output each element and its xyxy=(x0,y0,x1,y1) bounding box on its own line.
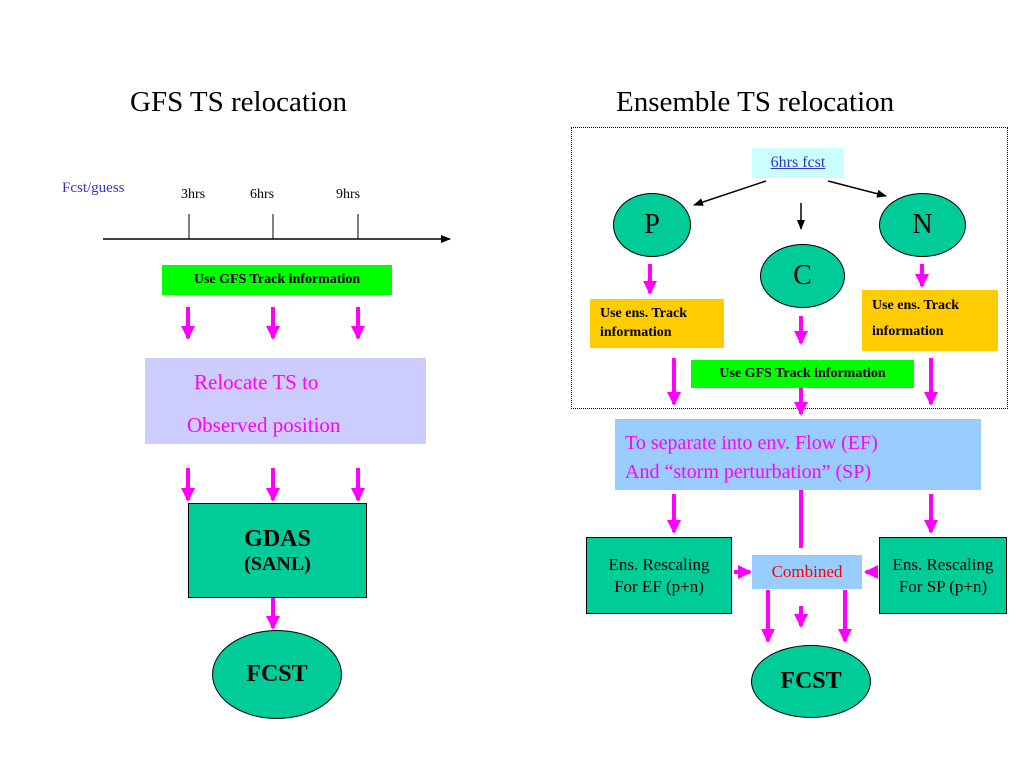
gdas-box: GDAS (SANL) xyxy=(188,503,367,598)
right-fcst-node: FCST xyxy=(751,645,871,718)
rescale-ef-line2: For EF (p+n) xyxy=(614,576,704,596)
relocate-line2: Observed position xyxy=(187,413,341,437)
gdas-line2: (SANL) xyxy=(244,552,311,575)
node-p: P xyxy=(613,193,691,257)
node-c: C xyxy=(760,244,845,308)
tick-label-6hrs: 6hrs xyxy=(250,187,275,202)
gdas-line1: GDAS xyxy=(244,525,311,552)
left-gfs-track-label: Use GFS Track information xyxy=(162,265,392,295)
right-magenta-arrows xyxy=(643,264,938,643)
combined-box: Combined xyxy=(752,555,862,589)
rescale-ef-box: Ens. Rescaling For EF (p+n) xyxy=(586,537,732,614)
right-title: Ensemble TS relocation xyxy=(616,86,895,118)
left-arrows-to-gdas xyxy=(181,468,365,502)
left-title: GFS TS relocation xyxy=(130,86,347,118)
ens-track-right-label: Use ens. Track information xyxy=(862,290,998,351)
left-fcst-node: FCST xyxy=(212,630,342,719)
six-hr-fcst-label: 6hrs fcst xyxy=(752,148,844,178)
ens-track-left-line1: Use ens. Track xyxy=(600,306,687,321)
relocate-box: Relocate TS to Observed position xyxy=(145,358,426,444)
ens-track-left-line2: information xyxy=(600,325,672,340)
ensemble-dotted-frame xyxy=(571,127,1008,409)
separate-line2: And “storm perturbation” (SP) xyxy=(625,461,872,483)
tick-label-3hrs: 3hrs xyxy=(181,187,206,202)
left-arrows-to-relocate xyxy=(181,307,365,340)
rescale-ef-line1: Ens. Rescaling xyxy=(608,554,710,574)
separate-box: To separate into env. Flow (EF) And “sto… xyxy=(615,419,981,490)
rescale-sp-line1: Ens. Rescaling xyxy=(892,554,994,574)
ens-track-left-label: Use ens. Track information xyxy=(590,299,724,348)
rescale-sp-box: Ens. Rescaling For SP (p+n) xyxy=(879,537,1007,614)
arrow-fcst-to-n xyxy=(827,180,887,198)
rescale-sp-line2: For SP (p+n) xyxy=(898,576,988,596)
axis-label: Fcst/guess xyxy=(62,180,125,196)
tick-label-9hrs: 9hrs xyxy=(336,187,361,202)
node-n: N xyxy=(879,193,966,257)
arrow-fcst-to-p xyxy=(693,180,767,206)
ens-track-right-line1: Use ens. Track xyxy=(872,298,959,313)
separate-line1: To separate into env. Flow (EF) xyxy=(625,432,878,454)
relocate-line1: Relocate TS to xyxy=(194,370,319,394)
right-gfs-track-label: Use GFS Track information xyxy=(691,360,914,388)
ens-track-right-line2: information xyxy=(872,324,944,339)
